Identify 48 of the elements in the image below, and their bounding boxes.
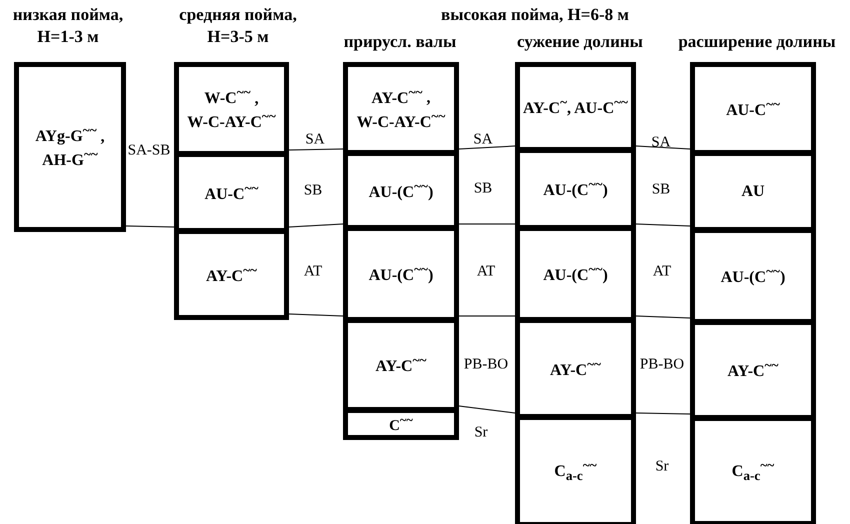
soil-formula: AU-(C$^{~~}$) <box>543 176 608 202</box>
index-label: PB-BO <box>464 356 508 374</box>
column-heading: прирусл. валы <box>344 31 456 53</box>
index-label: AT <box>476 264 496 280</box>
correlation-line <box>288 148 344 150</box>
soil-formula: AU <box>741 182 765 202</box>
soil-formula: AU-(C$^{~~}$) <box>720 264 786 288</box>
correlation-line <box>636 316 690 318</box>
soil-formula: AY-C$^{~~}$ , W-C-AY-C$^{~~}$ <box>356 84 446 133</box>
soil-formula: AU-(C$^{~~}$) <box>368 262 434 286</box>
index-label: PB-BO <box>640 356 684 374</box>
index-label: SB <box>474 180 492 198</box>
correlation-line <box>126 226 174 228</box>
index-label: SB <box>304 182 322 200</box>
correlation-line <box>458 146 516 150</box>
soil-formula: AY-C$^{~~}$ <box>550 356 601 381</box>
correlation-line <box>288 224 344 228</box>
correlation-line <box>636 146 690 150</box>
correlation-line <box>636 412 690 414</box>
index-label: SA <box>473 132 493 148</box>
soil-formula: AY-C$^{~~}$ <box>206 262 257 287</box>
soil-formula: AU-(C$^{~~}$) <box>543 262 608 286</box>
index-label: SA-SB <box>128 142 170 160</box>
soil-formula: W-C$^{~~}$ , W-C-AY-C$^{~~}$ <box>186 84 277 134</box>
index-label: AT <box>304 264 322 280</box>
correlation-line <box>636 224 690 226</box>
index-label: AT <box>652 264 672 280</box>
index-label: Sr <box>474 424 488 442</box>
soil-formula: AU-C$^{~~}$ <box>726 96 780 121</box>
index-label: SB <box>652 182 670 198</box>
column-heading: сужение долины <box>517 31 643 53</box>
correlation-line <box>288 314 344 316</box>
soil-formula: AU-C$^{~~}$ <box>204 180 258 205</box>
soil-formula: AY-C$^{~~}$ <box>376 352 426 378</box>
soil-formula: AY-C$^{~~}$ <box>728 358 778 382</box>
correlation-line <box>458 406 516 414</box>
soil-formula: C$^{~~}$ <box>389 414 413 434</box>
soil-formula: AU-(C$^{~~}$) <box>368 178 434 203</box>
horizon-box <box>14 62 126 232</box>
soil-formula: AYg-G$^{~~}$ , AH-G$^{~~}$ <box>34 122 106 172</box>
index-label: SA <box>651 134 671 152</box>
column-heading: расширение долины <box>678 31 836 53</box>
soil-formula: AY-C$^{~}$, AU-C$^{~~}$ <box>523 94 628 120</box>
column-heading: низкая пойма, H=1-3 м <box>12 4 124 48</box>
index-label: SA <box>305 132 325 148</box>
column-heading: средняя пойма, H=3-5 м <box>178 4 298 48</box>
index-label: Sr <box>655 458 669 476</box>
column-heading: высокая пойма, H=6-8 м <box>441 4 629 26</box>
